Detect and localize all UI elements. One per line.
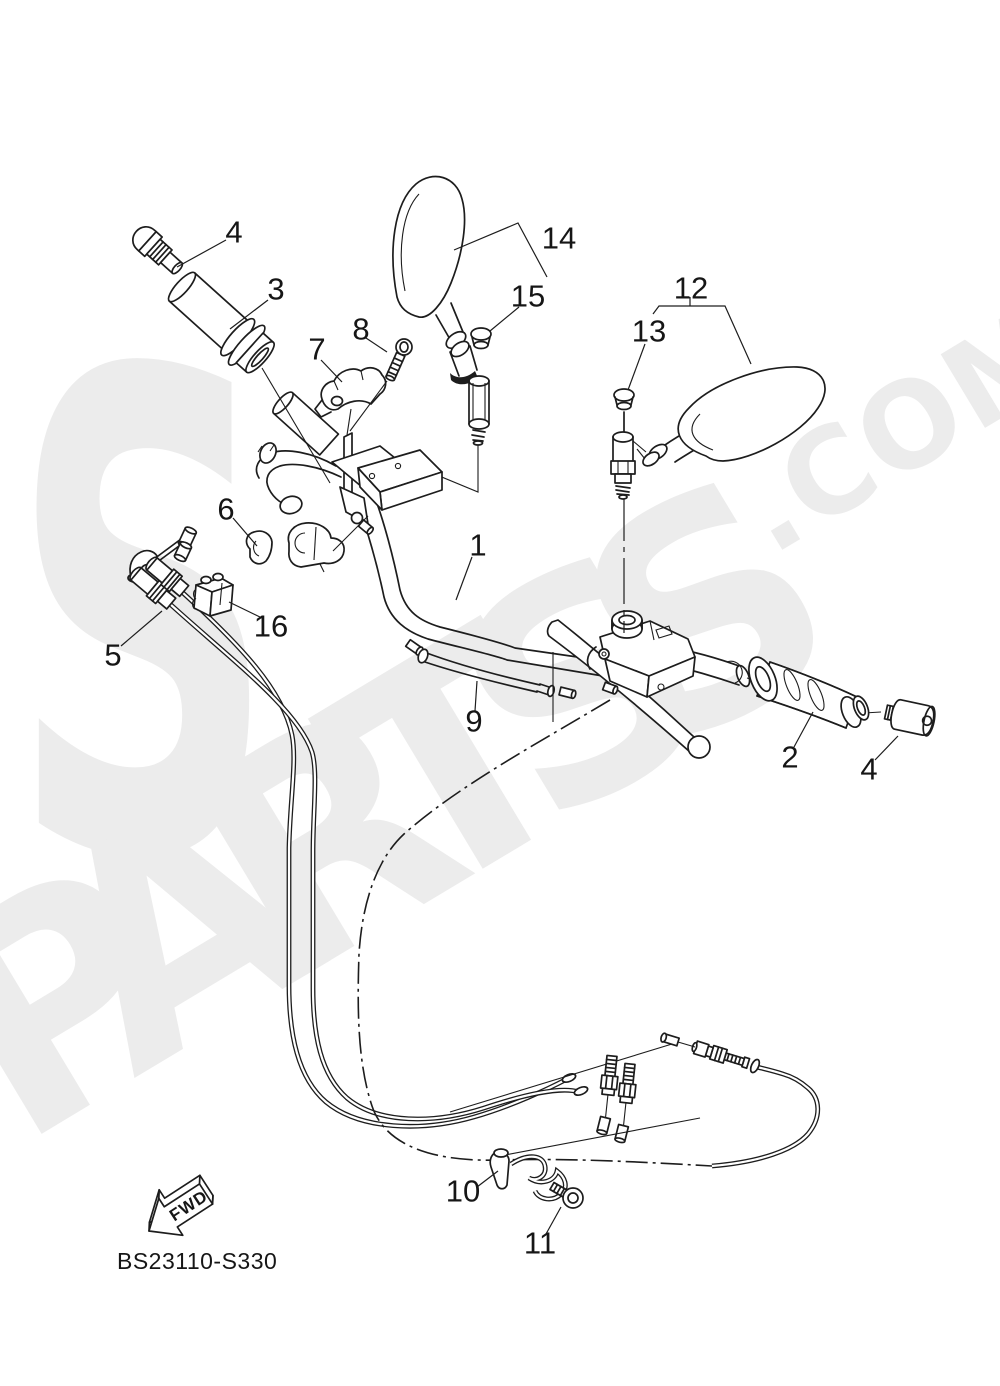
guide-bolt-11 [549,1181,584,1209]
mirror-right [632,366,826,467]
callout-4-leader [874,735,899,761]
handlebar-right-end [735,664,751,688]
holder-bolt [385,338,413,382]
callout-1-leader [455,556,473,601]
lever-ball-end [687,735,711,759]
cable-wire-line [449,1043,673,1113]
clutch-cable-adjuster-1 [596,1054,619,1136]
throttle-cable-adjuster [691,1040,751,1070]
throttle-cable-wire [677,1041,696,1048]
clutch-cable-adjuster-2 [614,1062,637,1144]
callout-16-leader [228,601,263,619]
throttle-cable-barrel [660,1032,681,1047]
callout-5-label: 5 [104,638,121,673]
alignment-line [261,367,331,484]
callout-1-label: 1 [469,528,486,563]
callout-9-label: 9 [465,704,482,739]
handlebar [272,391,882,714]
callout-4-label: 4 [860,752,877,787]
bar-end-weight-right [883,698,936,737]
throttle-cable-9 [404,638,577,700]
mirror-fitting-left [468,327,492,446]
handlebar-left-end [272,391,340,456]
throttle-tube [748,656,870,729]
guide-position-line [504,1117,701,1156]
callout-9-leader [474,680,478,712]
callout-4-label: 4 [225,215,242,250]
cable-adjuster-body-2 [145,556,190,598]
callout-7-leader [320,359,343,383]
callout-2-leader [793,711,814,748]
callout-6-label: 6 [217,492,234,527]
callout-14-label: 14 [542,221,576,256]
callout-11-label: 11 [524,1226,556,1261]
callout-2-label: 2 [781,740,798,775]
callout-14-leader [453,222,548,278]
lever-left [255,442,342,515]
callout-4-leader [176,239,227,268]
bar-clamp-6 [245,522,345,573]
callout-11-leader [545,1206,562,1235]
callout-12-leader [652,305,752,365]
callout-13-leader [627,343,646,391]
callout-3-label: 3 [267,272,284,307]
fwd-arrow: FWD [148,1174,214,1237]
handlebar-tube [371,489,613,663]
callout-16-label: 16 [254,609,288,644]
callout-13-label: 13 [632,314,666,349]
diagram-code: BS23110-S330 [117,1248,277,1274]
cable-ferrule [573,1085,589,1097]
switch-housing [586,610,696,698]
callout-6-leader [232,517,258,547]
cables [168,590,821,1169]
circlip [726,660,743,684]
callout-10-label: 10 [446,1174,480,1209]
callout-12-label: 12 [674,271,708,306]
cable-ferrule [561,1072,577,1084]
callout-15-label: 15 [511,279,545,314]
handle-holder [314,366,387,418]
callout-10-leader [476,1170,499,1188]
cable-head-assembly [127,526,198,610]
left-side-group [127,175,492,617]
mirror-fitting-right [610,388,636,500]
grip-left [167,271,275,374]
callout-7-label: 7 [308,332,325,367]
callout-5-leader [120,610,163,647]
callout-3-leader [229,299,269,330]
master-cylinder [331,432,443,535]
callout-15-leader [489,306,520,332]
callout-8-leader [365,337,388,353]
cable-holder-16 [192,572,234,617]
callout-8-label: 8 [352,312,369,347]
mirror-left [392,175,478,385]
footer: FWD BS23110-S330 [117,1174,277,1274]
right-side-group [546,366,936,759]
cable-guide-group [489,1117,701,1209]
